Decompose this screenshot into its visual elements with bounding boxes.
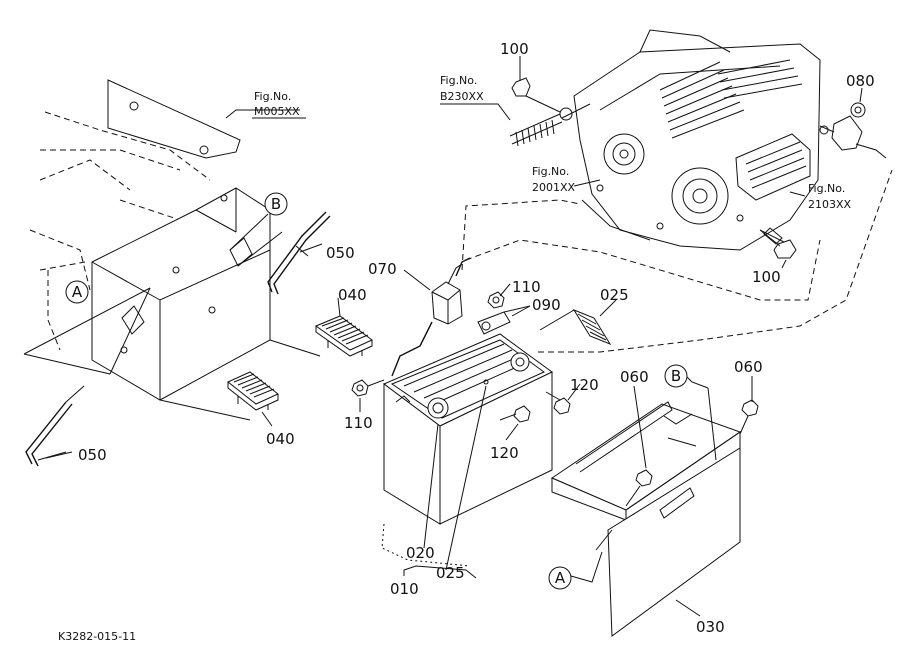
label-050-lower: 050 [78, 446, 107, 464]
bolt-060-right [739, 399, 759, 435]
label-120-right: 120 [570, 376, 599, 394]
svg-text:A: A [555, 569, 566, 587]
pad-025 [539, 308, 612, 346]
label-060-left: 060 [620, 368, 649, 386]
fig-ref-m005-code: M005XX [254, 105, 300, 118]
terminal-boot-070 [431, 263, 463, 325]
spring-bolt [509, 103, 591, 147]
frame-assembly [23, 79, 283, 401]
label-120-left: 120 [490, 444, 519, 462]
fig-ref-b230-code: B230XX [440, 90, 484, 103]
battery-cover-030 [550, 401, 742, 637]
svg-text:B: B [671, 367, 681, 385]
callout-b-right: B [664, 364, 688, 388]
label-110-upper: 110 [512, 278, 541, 296]
engine-assembly [573, 29, 821, 251]
label-040-upper: 040 [338, 286, 367, 304]
callout-a-left: A [65, 280, 89, 304]
bolt-120-left [499, 405, 531, 423]
rod-050-lower [25, 385, 85, 467]
bolt-120-right [545, 391, 571, 415]
bolt-100-upper [511, 77, 561, 113]
label-060-right: 060 [734, 358, 763, 376]
label-025-upper: 025 [600, 286, 629, 304]
drawing-code: K3282-015-11 [58, 630, 136, 643]
fig-ref-2103-code: 2103XX [808, 198, 852, 211]
leader-lines [37, 56, 863, 617]
battery-010 [381, 333, 553, 567]
label-090: 090 [532, 296, 561, 314]
cushion-040-lower [227, 371, 279, 411]
label-080: 080 [846, 72, 875, 90]
cushion-040-upper [314, 315, 373, 357]
bolt-100-lower [759, 227, 797, 259]
rod-050-upper [267, 211, 331, 295]
battery-cables [391, 169, 893, 377]
fig-ref-b230-title: Fig.No. [440, 74, 477, 87]
terminal-080 [819, 102, 887, 159]
nut-110-lower [351, 379, 385, 397]
label-040-lower: 040 [266, 430, 295, 448]
label-020: 020 [406, 544, 435, 562]
label-030: 030 [696, 618, 725, 636]
svg-text:A: A [72, 283, 83, 301]
fig-ref-2001-code: 2001XX [532, 181, 576, 194]
bolt-060-left [625, 469, 653, 507]
label-100-upper: 100 [500, 40, 529, 58]
callout-a-bottom: A [548, 551, 603, 590]
fig-ref-2103-title: Fig.No. [808, 182, 845, 195]
label-100-lower: 100 [752, 268, 781, 286]
label-110-lower: 110 [344, 414, 373, 432]
label-070: 070 [368, 260, 397, 278]
label-010: 010 [390, 580, 419, 598]
label-025-lower: 025 [436, 564, 465, 582]
callout-b-left: B [264, 192, 288, 216]
label-050-upper: 050 [326, 244, 355, 262]
fig-ref-2001-title: Fig.No. [532, 165, 569, 178]
terminal-090 [477, 305, 531, 335]
svg-text:B: B [271, 195, 281, 213]
fig-ref-m005-title: Fig.No. [254, 90, 291, 103]
